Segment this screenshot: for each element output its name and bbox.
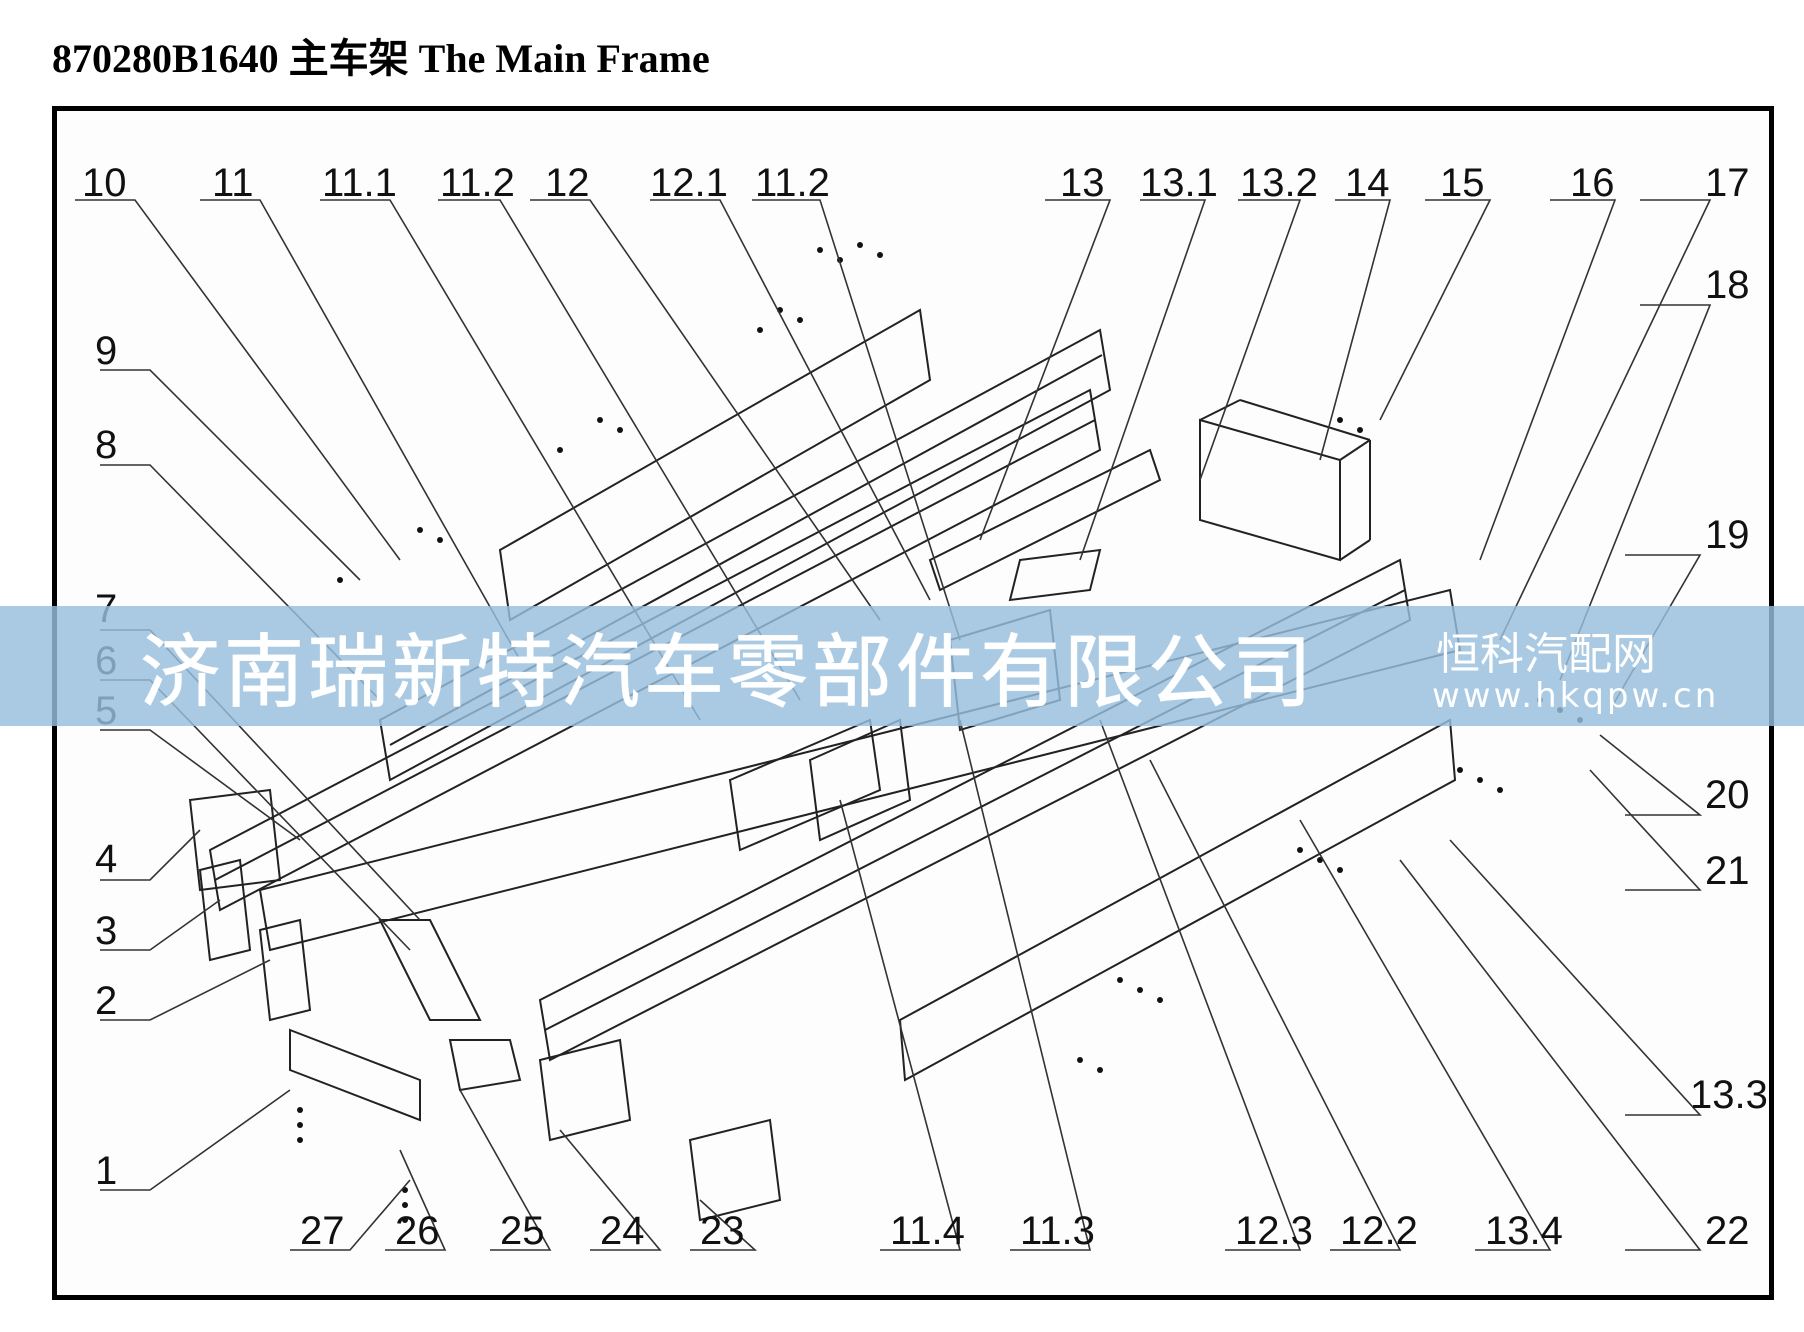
- watermark-banner: [0, 606, 1804, 726]
- callout-16: 16: [1570, 161, 1615, 205]
- callout-11-3: 11.3: [1020, 1209, 1095, 1253]
- callout-25: 25: [500, 1209, 545, 1253]
- callout-19: 19: [1705, 513, 1750, 557]
- center-cross-13: [928, 448, 1162, 592]
- leader-lines: [75, 199, 1712, 1251]
- front-plate-3: [198, 858, 252, 962]
- callout-23: 23: [700, 1209, 745, 1253]
- tow-bracket-25: [448, 1039, 522, 1092]
- watermark-url: www.hkqpw.cn: [1432, 676, 1720, 716]
- callout-27: 27: [300, 1209, 345, 1253]
- callout-18: 18: [1705, 263, 1750, 307]
- gusset-11: [808, 718, 912, 842]
- left-rail-lower: [208, 388, 1102, 912]
- callout-9: 9: [95, 329, 117, 373]
- callout-11-4: 11.4: [890, 1209, 965, 1253]
- callout-8: 8: [95, 423, 117, 467]
- callout-11-1: 11.1: [322, 161, 397, 205]
- bumper-bracket-26: [289, 1028, 421, 1122]
- callout-17: 17: [1705, 161, 1750, 205]
- callout-11: 11: [212, 161, 254, 205]
- right-rail-lower: [898, 718, 1457, 1082]
- front-plate-2: [258, 918, 312, 1022]
- callout-13: 13: [1060, 161, 1105, 205]
- callout-11-2-a: 11.2: [440, 161, 515, 205]
- callout-12-1: 12.1: [650, 161, 728, 205]
- rear-bracket-23: [688, 1118, 782, 1222]
- cross-member-box: [1199, 418, 1341, 562]
- watermark-company: 济南瑞新特汽车零部件有限公司: [140, 626, 1316, 720]
- watermark-site-name: 恒科汽配网: [1436, 629, 1656, 680]
- front-bracket-4: [188, 788, 282, 892]
- callout-1: 1: [95, 1149, 117, 1193]
- callout-21: 21: [1705, 849, 1750, 893]
- callout-10: 10: [82, 161, 127, 205]
- callout-13-1: 13.1: [1140, 161, 1218, 205]
- callout-12-3: 12.3: [1235, 1209, 1313, 1253]
- left-rail-upper: [378, 328, 1112, 782]
- callout-14: 14: [1345, 161, 1390, 205]
- gusset-12: [728, 718, 882, 852]
- strut-7: [378, 919, 482, 1021]
- bolt-clusters: [297, 242, 1583, 1223]
- callout-20: 20: [1705, 773, 1750, 817]
- callout-12: 12: [545, 161, 590, 205]
- callout-3: 3: [95, 909, 117, 953]
- callout-11-2-b: 11.2: [755, 161, 830, 205]
- callout-13-4: 13.4: [1485, 1209, 1563, 1253]
- front-channel: [498, 308, 932, 622]
- callout-15: 15: [1440, 161, 1485, 205]
- callout-13-2: 13.2: [1240, 161, 1318, 205]
- callout-12-2: 12.2: [1340, 1209, 1418, 1253]
- callout-4: 4: [95, 837, 117, 881]
- center-plate: [1008, 548, 1102, 602]
- callout-13-3: 13.3: [1690, 1073, 1768, 1117]
- page-title: 870280B1640 主车架 The Main Frame: [52, 36, 710, 81]
- callout-22: 22: [1705, 1209, 1750, 1253]
- callout-24: 24: [600, 1209, 645, 1253]
- rear-bracket-24: [538, 1038, 632, 1142]
- callout-2: 2: [95, 979, 117, 1023]
- callout-26: 26: [395, 1209, 440, 1253]
